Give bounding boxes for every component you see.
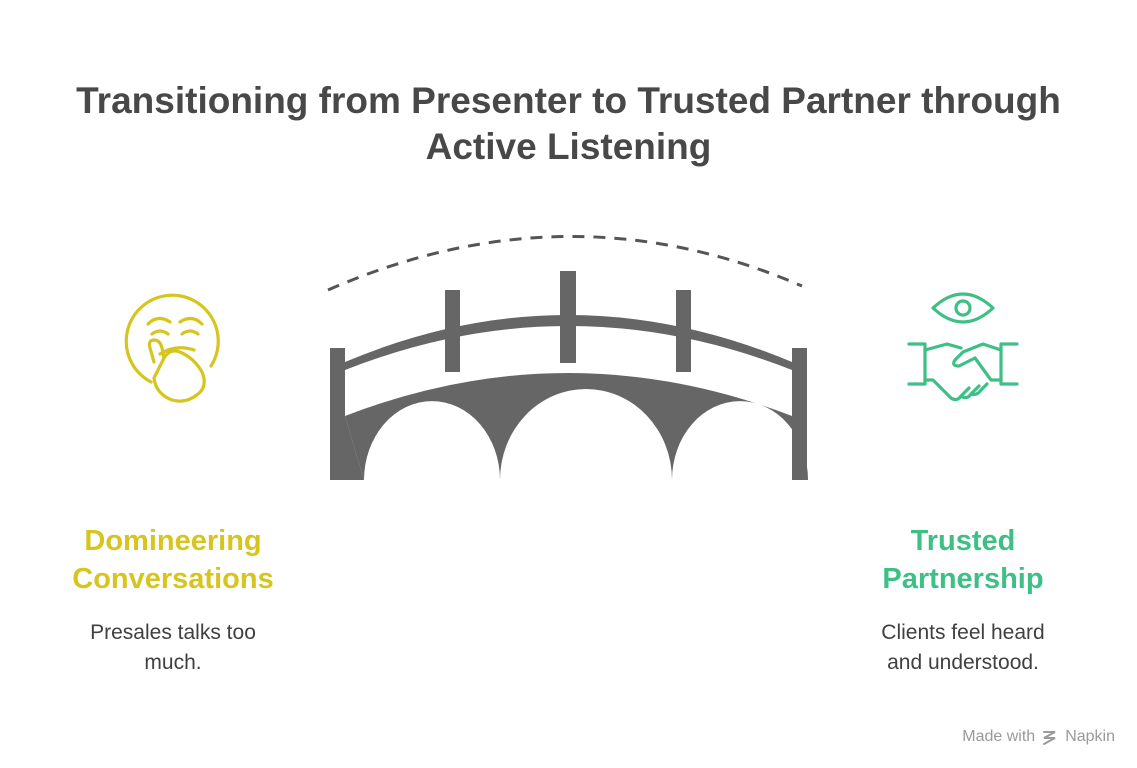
eye-handshake-icon <box>907 292 1019 402</box>
made-with-text: Made with <box>962 728 1036 745</box>
napkin-logo-icon <box>1043 731 1056 745</box>
left-heading-line-2: Conversations <box>72 563 274 595</box>
title-line-2: Active Listening <box>425 126 712 167</box>
left-heading: Domineering Conversations <box>43 522 303 598</box>
napkin-watermark[interactable]: Made with Napkin <box>962 728 1115 746</box>
title-line-1: Transitioning from Presenter to Trusted … <box>76 80 1061 121</box>
left-heading-line-1: Domineering <box>84 525 262 557</box>
right-desc-line-1: Clients feel heard <box>881 621 1045 644</box>
right-description: Clients feel heard and understood. <box>843 618 1083 678</box>
left-description: Presales talks too much. <box>53 618 293 678</box>
bridge-structure <box>330 271 808 480</box>
right-desc-line-2: and understood. <box>887 651 1039 674</box>
dashed-arc <box>327 235 803 292</box>
napkin-brand-text: Napkin <box>1065 728 1115 745</box>
right-heading-line-1: Trusted <box>910 525 1016 557</box>
overwhelmed-face-icon <box>124 293 220 403</box>
page-title: Transitioning from Presenter to Trusted … <box>0 78 1137 170</box>
right-heading-line-2: Partnership <box>882 563 1044 595</box>
right-heading: Trusted Partnership <box>833 522 1093 598</box>
arched-bridge-icon <box>327 235 808 480</box>
left-desc-line-2: much. <box>144 651 202 674</box>
left-desc-line-1: Presales talks too <box>90 621 256 644</box>
